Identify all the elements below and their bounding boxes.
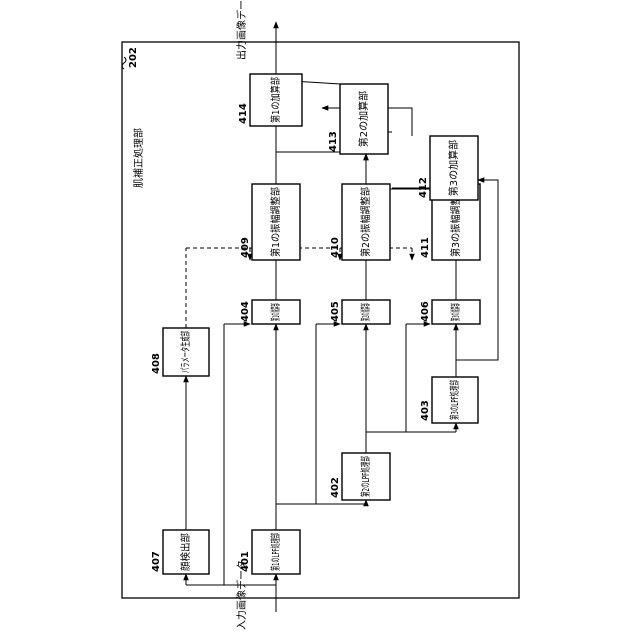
block-label: 顔検出部 (179, 533, 192, 571)
block-number: 410 (330, 237, 341, 258)
frame-number: 202 (128, 47, 139, 68)
block-label: 第2の振幅調整部 (359, 187, 372, 257)
block-label: 第1の加算部 (269, 77, 282, 123)
block-407: 顔検出部 407 (151, 530, 209, 574)
block-number: 404 (240, 301, 251, 322)
block-label: 第2のLPF処理部 (359, 456, 372, 497)
block-label: 第1の振幅調整部 (269, 187, 282, 257)
block-number: 402 (330, 477, 341, 498)
block-number: 413 (328, 131, 339, 152)
block-label: パラメータ生成部 (179, 331, 192, 373)
output-label: 出力画像データ (235, 0, 248, 60)
block-number: 401 (240, 551, 251, 572)
block-408: パラメータ生成部 408 (151, 328, 209, 376)
frame-title: 肌補正処理部 (132, 128, 145, 188)
block-number: 408 (151, 353, 162, 374)
block-number: 412 (418, 177, 429, 198)
block-label: 第2の加算部 (357, 91, 370, 147)
block-label: 第1の減算部 (269, 303, 282, 321)
block-409: 第1の振幅調整部 409 (240, 184, 300, 260)
block-410: 第2の振幅調整部 410 (330, 184, 390, 260)
block-number: 409 (240, 237, 251, 258)
block-402: 第2のLPF処理部 402 (330, 453, 390, 500)
block-414: 第1の加算部 414 (238, 74, 302, 126)
block-number: 414 (238, 103, 249, 124)
block-number: 411 (420, 237, 431, 258)
block-number: 407 (151, 551, 162, 572)
block-412: 第3の加算部 412 (418, 136, 478, 200)
block-401: 第1のLPF処理部 401 (240, 530, 300, 574)
block-label: 第3のLPF処理部 (448, 380, 461, 420)
block-number: 406 (420, 301, 431, 322)
block-404: 第1の減算部 404 (240, 300, 300, 324)
block-label: 第1のLPF処理部 (269, 533, 282, 571)
block-label: 第3の加算部 (447, 140, 460, 196)
block-number: 405 (330, 301, 341, 322)
block-413: 第2の加算部 413 (328, 84, 388, 154)
block-number: 403 (420, 400, 431, 421)
block-403: 第3のLPF処理部 403 (420, 377, 478, 423)
block-label: 第2の減算部 (359, 303, 372, 321)
block-label: 第3の減算部 (449, 303, 462, 321)
block-405: 第2の減算部 405 (330, 300, 390, 324)
block-406: 第3の減算部 406 (420, 300, 480, 324)
